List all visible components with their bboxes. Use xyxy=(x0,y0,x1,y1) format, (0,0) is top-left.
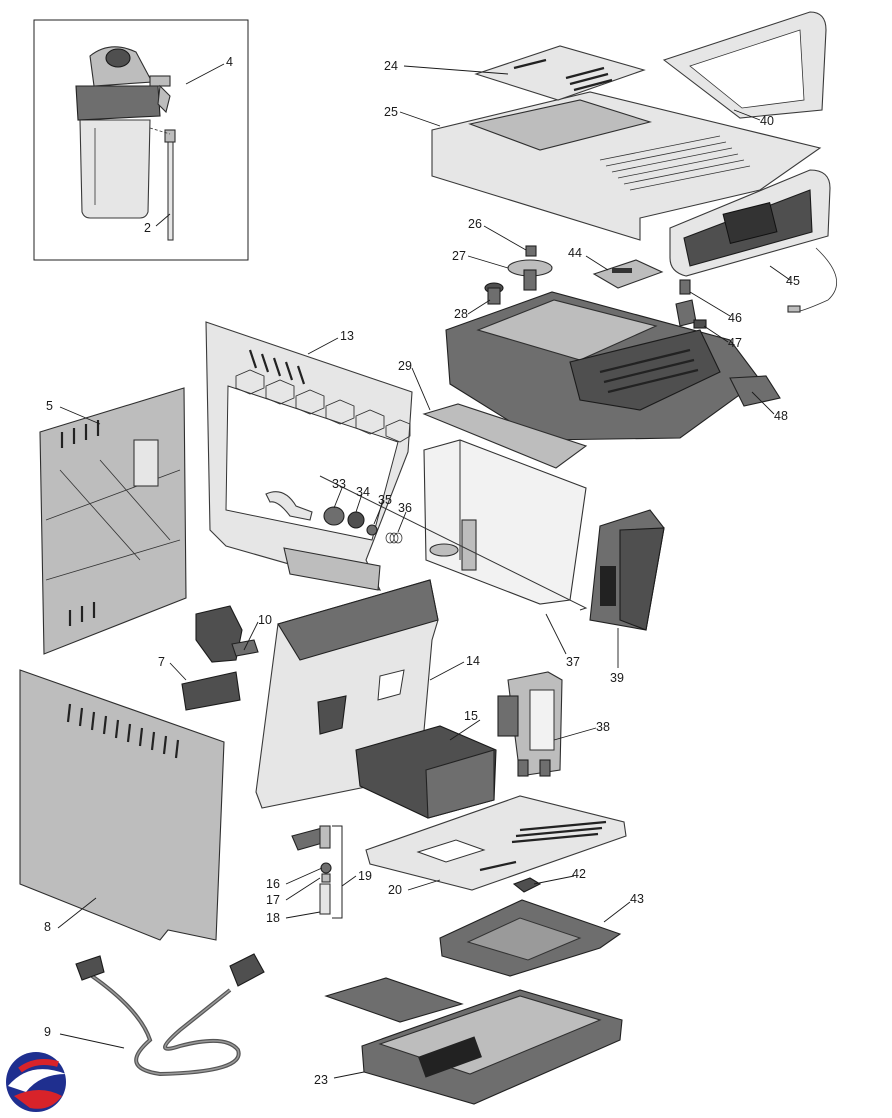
callout-29: 29 xyxy=(398,359,412,373)
leader-lines xyxy=(57,63,791,1079)
callout-33: 33 xyxy=(332,477,346,491)
milk-carafe-inset xyxy=(33,19,249,261)
water-tank-37 xyxy=(319,403,588,611)
valve-assembly-19 xyxy=(291,825,343,919)
callout-20: 20 xyxy=(388,883,402,897)
small-parts-upper xyxy=(484,245,707,329)
callout-5: 5 xyxy=(46,399,53,413)
callout-23: 23 xyxy=(314,1073,328,1087)
callout-17: 17 xyxy=(266,893,280,907)
callout-16: 16 xyxy=(266,877,280,891)
callout-36: 36 xyxy=(398,501,412,515)
callout-28: 28 xyxy=(454,307,468,321)
callout-2: 2 xyxy=(144,221,151,235)
callout-47: 47 xyxy=(728,336,742,350)
callout-4: 4 xyxy=(226,55,233,69)
callout-48: 48 xyxy=(774,409,788,423)
drip-grid-20 xyxy=(365,795,627,891)
callout-40: 40 xyxy=(760,114,774,128)
callout-19: 19 xyxy=(358,869,372,883)
callout-39: 39 xyxy=(610,671,624,685)
side-panel-5 xyxy=(39,387,187,655)
callout-42: 42 xyxy=(572,867,586,881)
callout-13: 13 xyxy=(340,329,354,343)
callout-18: 18 xyxy=(266,911,280,925)
grounds-container-15 xyxy=(355,725,497,819)
callout-46: 46 xyxy=(728,311,742,325)
drip-tray-23 xyxy=(324,977,623,1105)
callout-37: 37 xyxy=(566,655,580,669)
control-panel-assembly xyxy=(669,169,837,313)
power-cord-9 xyxy=(75,953,265,1077)
callout-10: 10 xyxy=(258,613,272,627)
callout-38: 38 xyxy=(596,720,610,734)
callout-27: 27 xyxy=(452,249,466,263)
callout-26: 26 xyxy=(468,217,482,231)
callout-24: 24 xyxy=(384,59,398,73)
tray-parts-42-43 xyxy=(439,877,622,977)
callout-15: 15 xyxy=(464,709,478,723)
callout-35: 35 xyxy=(378,493,392,507)
side-panel-8 xyxy=(19,669,225,941)
frame-panel-13 xyxy=(205,321,413,591)
callout-9: 9 xyxy=(44,1025,51,1039)
callout-8: 8 xyxy=(44,920,51,934)
dispenser-module-38 xyxy=(497,671,563,777)
callout-45: 45 xyxy=(786,274,800,288)
top-cover-assembly xyxy=(431,11,827,241)
upper-frame xyxy=(445,291,781,441)
callout-25: 25 xyxy=(384,105,398,119)
side-block-39 xyxy=(589,509,665,631)
callout-14: 14 xyxy=(466,654,480,668)
callout-34: 34 xyxy=(356,485,370,499)
brand-swirl-logo xyxy=(6,1052,66,1112)
callout-44: 44 xyxy=(568,246,582,260)
small-parts-7-10 xyxy=(181,605,259,711)
callout-43: 43 xyxy=(630,892,644,906)
callout-7: 7 xyxy=(158,655,165,669)
callout-labels: 4 2 5 7 8 9 10 13 14 15 16 17 18 19 20 2… xyxy=(44,55,800,1087)
